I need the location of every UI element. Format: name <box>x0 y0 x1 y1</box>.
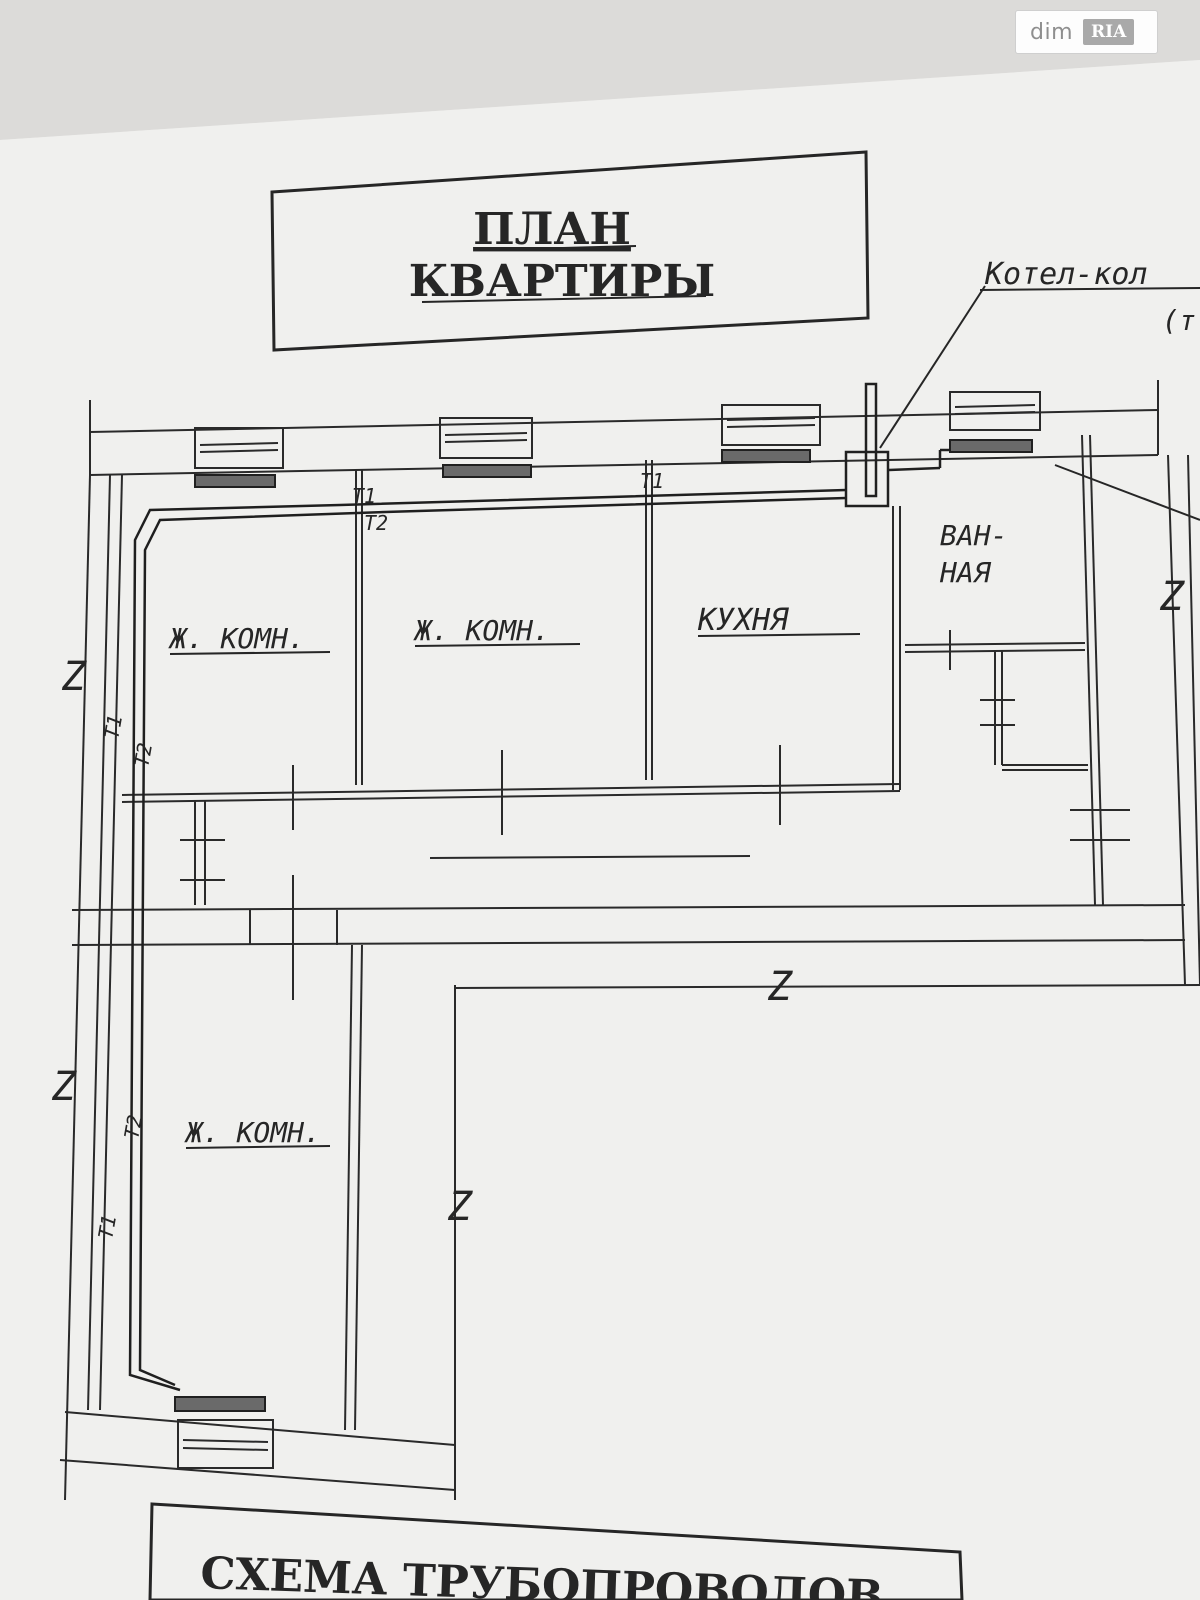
bathroom-leader-line <box>1054 464 1200 521</box>
break-mark-right: Z <box>1159 574 1185 620</box>
boiler-callout-label: Котел-кол <box>984 257 1148 292</box>
outer-walls <box>59 380 1200 1501</box>
room-label-bathroom-line1: ВАН- <box>940 519 1007 552</box>
pipe-label-t2-top: Т2 <box>364 511 388 535</box>
room-label-kitchen: КУХНЯ <box>697 603 789 638</box>
boiler-callout-cont: (т <box>1162 304 1196 337</box>
interior-walls <box>121 434 1104 1431</box>
room-label-bedroom-1: Ж. КОМН. <box>168 622 305 655</box>
break-mark-left-bottom: Z <box>51 1064 77 1110</box>
kitchen-underline <box>697 633 861 637</box>
room-label-bathroom-line2: НАЯ <box>939 556 992 589</box>
room-label-bedroom-2: Ж. КОМН. <box>413 614 550 647</box>
pipe-label-t1-top: Т1 <box>352 484 376 508</box>
boiler-callout-underline <box>979 287 1200 291</box>
radiators <box>174 439 1033 1412</box>
pipe-label-t1-lower: Т1 <box>93 1213 121 1241</box>
boiler-unit <box>844 382 950 508</box>
pipe-label-t1-mid: Т1 <box>640 469 664 493</box>
title-underline-1 <box>487 245 637 251</box>
break-mark-lower: Z <box>447 1184 473 1230</box>
plan-title-box <box>270 150 870 352</box>
scheme-title-box <box>148 1502 964 1600</box>
pipe-label-t1-left: Т1 <box>99 713 127 741</box>
paper-sheet <box>0 60 1200 1600</box>
room2-underline <box>414 643 581 647</box>
room3-underline <box>185 1145 331 1149</box>
boiler-leader-line <box>879 285 986 449</box>
pipes <box>128 488 847 1392</box>
title-underline-2 <box>421 295 707 303</box>
break-mark-left-top: Z <box>61 654 87 700</box>
break-mark-middle: Z <box>767 964 793 1010</box>
pipe-label-t2-lower: Т2 <box>119 1113 147 1141</box>
door-ticks <box>180 630 1130 1000</box>
pipe-label-t2-left: Т2 <box>129 741 157 769</box>
room1-underline <box>169 651 331 655</box>
watermark-brand: dim <box>1030 19 1074 45</box>
watermark-brand-mark: RIA <box>1083 19 1135 45</box>
watermark-badge: dim RIA <box>1015 10 1158 54</box>
windows <box>177 391 1041 1469</box>
room-label-bedroom-3: Ж. КОМН. <box>184 1116 321 1149</box>
background-sheet <box>0 0 1200 140</box>
